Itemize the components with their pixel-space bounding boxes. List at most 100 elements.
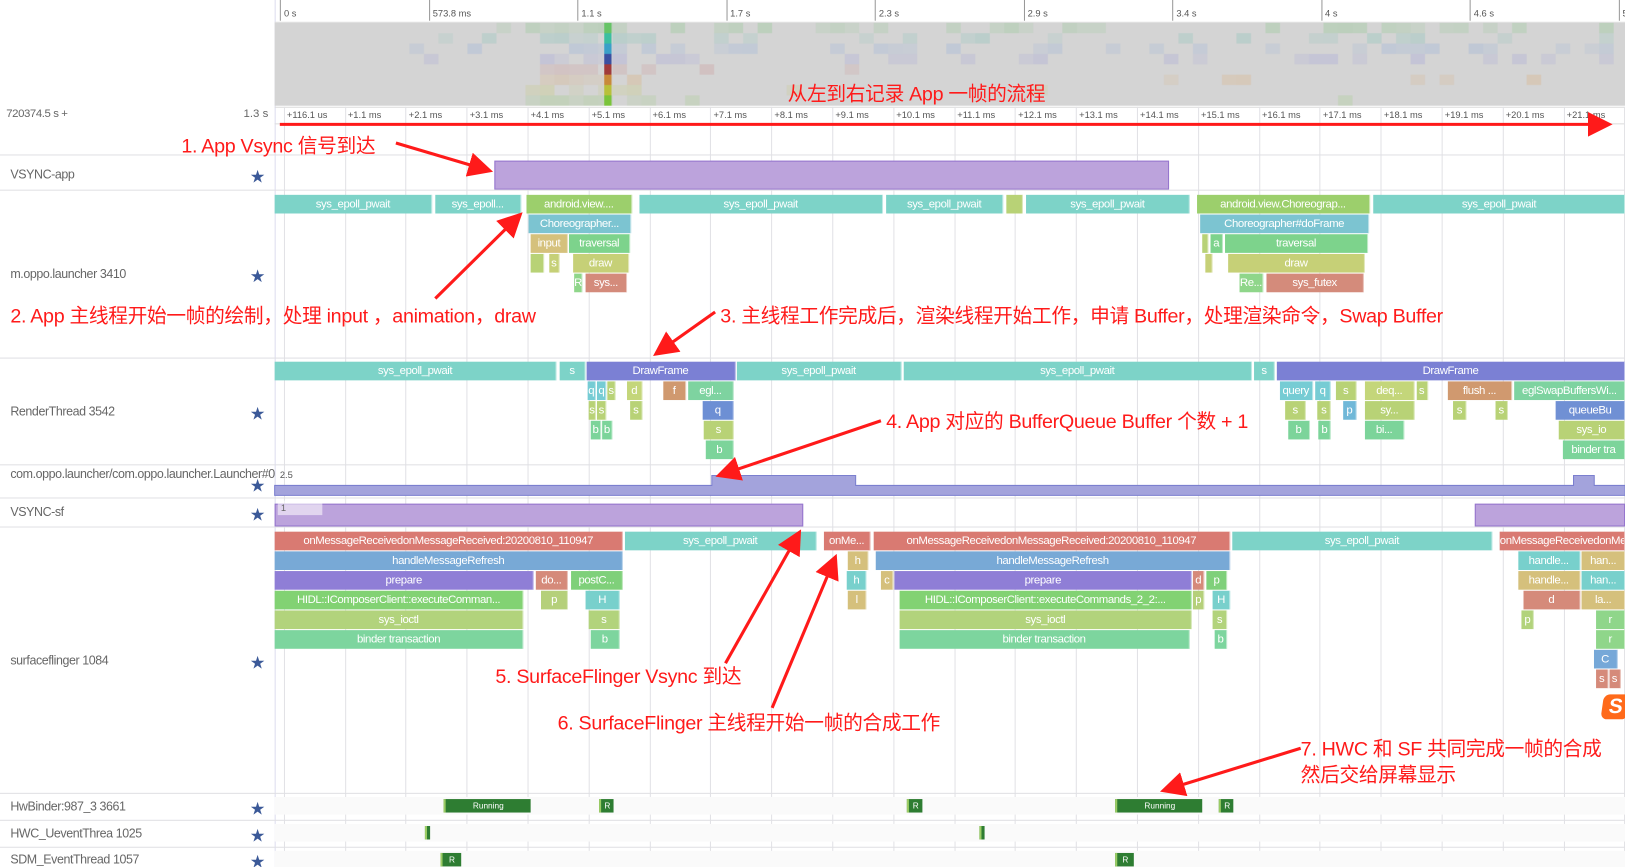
pin-star-icon[interactable]: ★ <box>249 851 266 867</box>
slice[interactable]: onMessageReceivedonMessageReceived <box>1499 531 1625 551</box>
overview-cpu-heatmap[interactable] <box>274 22 1625 106</box>
slice[interactable]: sys... <box>585 273 628 293</box>
slice[interactable]: do... <box>535 571 568 590</box>
pin-star-icon[interactable]: ★ <box>249 826 266 846</box>
track-name[interactable]: HWC_UeventThrea 1025 <box>10 826 142 841</box>
slice[interactable]: sys_epoll_pwait <box>1373 194 1625 214</box>
slice[interactable]: H <box>1212 590 1231 610</box>
pin-star-icon[interactable]: ★ <box>249 266 266 287</box>
slice[interactable]: h <box>847 551 869 571</box>
slice[interactable]: sys_epoll_pwait <box>624 531 817 551</box>
slice[interactable]: onMe... <box>823 531 871 551</box>
slice[interactable]: sys_epoll_pwait <box>736 361 902 381</box>
slice[interactable]: sys_epoll_pwait <box>1232 531 1493 551</box>
track-name[interactable]: VSYNC-sf <box>10 504 64 520</box>
slice[interactable]: q <box>587 381 597 401</box>
slice[interactable]: postC... <box>571 571 623 590</box>
slice[interactable]: b <box>1288 420 1310 440</box>
slice[interactable]: sys_ioctl <box>899 610 1193 630</box>
slice[interactable]: s <box>1285 401 1306 420</box>
slice[interactable]: s <box>549 253 560 273</box>
slice[interactable]: p <box>1343 401 1357 420</box>
slice[interactable]: h <box>847 571 867 590</box>
slice[interactable]: s <box>1416 381 1428 401</box>
pin-star-icon[interactable]: ★ <box>249 799 266 819</box>
slice[interactable] <box>530 253 545 273</box>
slice[interactable]: p <box>1193 590 1205 610</box>
track-name[interactable]: com.oppo.launcher/com.oppo.launcher.Laun… <box>10 466 275 481</box>
slice[interactable]: draw <box>1227 253 1366 273</box>
slice[interactable]: d <box>1523 590 1581 610</box>
slice[interactable]: s <box>1609 669 1621 689</box>
slice[interactable]: sys_epoll_pwait <box>886 194 1004 214</box>
slice[interactable]: egl... <box>688 381 734 401</box>
slice[interactable]: s <box>1495 401 1508 420</box>
track-name[interactable]: SDM_EventThread 1057 <box>10 851 139 867</box>
slice[interactable]: binder tra <box>1562 440 1625 460</box>
slice[interactable]: sys_epoll_pwait <box>1026 194 1190 214</box>
slice[interactable]: H <box>585 590 620 610</box>
thread-state[interactable] <box>979 826 985 840</box>
slice[interactable]: sys_epoll_pwait <box>903 361 1252 381</box>
slice[interactable]: p <box>1521 610 1534 630</box>
slice[interactable]: draw <box>572 253 629 273</box>
slice[interactable]: p <box>541 590 568 610</box>
vsync-high-segment[interactable] <box>274 503 804 527</box>
slice[interactable]: b <box>602 420 613 440</box>
thread-state[interactable]: R <box>1218 799 1234 813</box>
slice[interactable]: s <box>559 361 586 381</box>
slice[interactable]: han... <box>1582 551 1625 571</box>
sogou-ime-icon[interactable]: S <box>1600 694 1625 720</box>
track-name[interactable]: HwBinder:987_3 3661 <box>10 799 126 814</box>
slice[interactable]: Choreographer... <box>528 214 632 234</box>
slice[interactable]: c <box>881 571 894 590</box>
slice[interactable]: a <box>1210 234 1224 253</box>
track-name[interactable]: RenderThread 3542 <box>10 404 115 419</box>
slice[interactable]: onMessageReceivedonMessageReceived:20200… <box>873 531 1231 551</box>
vsync-high-segment[interactable] <box>494 160 1170 190</box>
thread-state[interactable]: R <box>1115 852 1134 867</box>
slice[interactable]: q <box>702 401 734 420</box>
vsync-high-segment[interactable] <box>1474 503 1625 527</box>
slice[interactable]: prepare <box>274 571 534 590</box>
slice[interactable]: s <box>1335 381 1357 401</box>
slice[interactable]: traversal <box>569 234 631 253</box>
slice[interactable]: R <box>574 273 583 293</box>
detail-time-ruler[interactable]: +116.1 us+1.1 ms+2.1 ms+3.1 ms+4.1 ms+5.… <box>274 106 1625 125</box>
slice[interactable]: f <box>663 381 687 401</box>
slice[interactable]: sys_epoll_pwait <box>274 194 433 214</box>
slice[interactable]: s <box>1212 610 1228 630</box>
slice[interactable]: deq... <box>1365 381 1415 401</box>
slice[interactable]: b <box>705 440 734 460</box>
slice[interactable]: s <box>1254 361 1275 381</box>
slice[interactable]: s <box>597 401 607 420</box>
slice[interactable]: s <box>703 420 734 440</box>
slice[interactable]: b <box>1318 420 1331 440</box>
slice[interactable]: sys_epoll_pwait <box>274 361 557 381</box>
slice[interactable]: prepare <box>894 571 1193 590</box>
slice[interactable]: sy... <box>1365 401 1415 420</box>
slice[interactable] <box>1205 253 1213 273</box>
track-name[interactable]: m.oppo.launcher 3410 <box>10 266 126 281</box>
slice[interactable]: s <box>1317 401 1331 420</box>
track-name[interactable]: VSYNC-app <box>10 166 75 182</box>
slice[interactable]: DrawFrame <box>586 361 736 381</box>
slice[interactable]: d <box>627 381 643 401</box>
slice[interactable]: handle... <box>1518 551 1581 571</box>
slice[interactable]: sys_ioctl <box>274 610 524 630</box>
slice[interactable]: s <box>630 401 643 420</box>
pin-star-icon[interactable]: ★ <box>249 404 266 424</box>
slice[interactable]: la... <box>1582 590 1625 610</box>
slice[interactable]: C <box>1593 649 1618 669</box>
slice[interactable]: p <box>1206 571 1228 590</box>
slice[interactable]: HIDL::IComposerClient::executeComman... <box>274 590 524 610</box>
slice[interactable]: flush ... <box>1447 381 1512 401</box>
slice[interactable] <box>1202 234 1209 253</box>
pin-star-icon[interactable]: ★ <box>249 166 266 187</box>
slice[interactable]: s <box>588 610 620 630</box>
slice[interactable]: HIDL::IComposerClient::executeCommands_2… <box>899 590 1193 610</box>
thread-state[interactable] <box>424 826 431 840</box>
thread-state[interactable]: R <box>906 799 923 813</box>
slice[interactable]: han... <box>1582 571 1625 590</box>
